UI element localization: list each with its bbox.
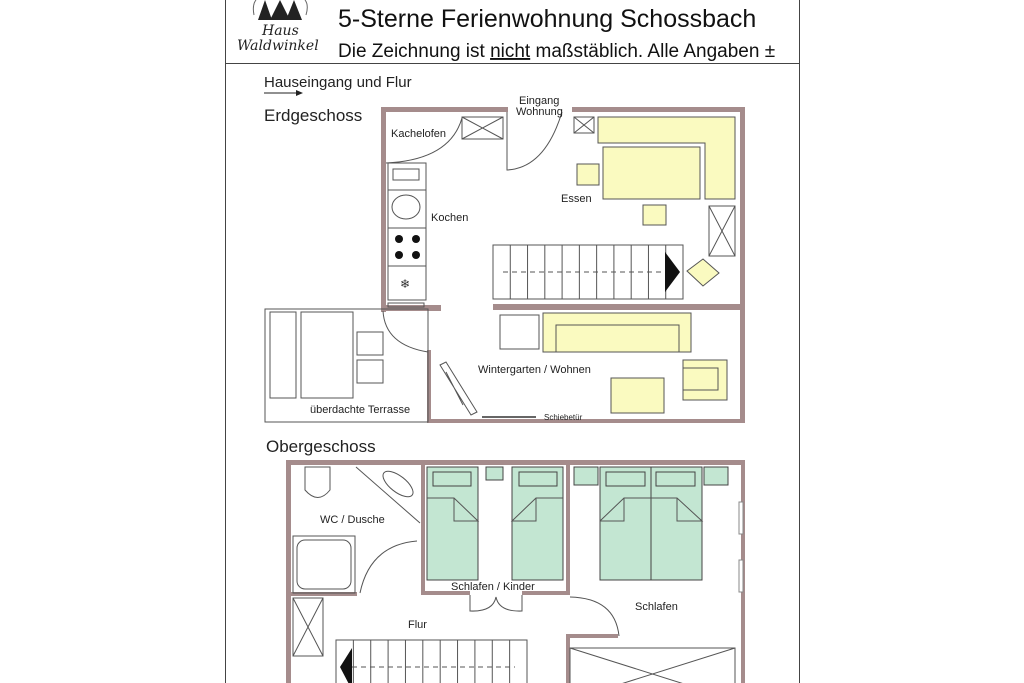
logo-trees-icon xyxy=(252,0,308,20)
kids-double-door xyxy=(469,595,523,612)
double-bed xyxy=(573,466,729,581)
ground-floor-walls xyxy=(381,107,745,423)
room-label-entrance-2: Wohnung xyxy=(516,106,563,118)
wardrobe-box xyxy=(569,647,736,683)
kitchen-counter: ❄ xyxy=(387,162,427,308)
page-subtitle: Die Zeichnung ist nicht maßstäblich. All… xyxy=(338,41,775,62)
upper-floor-walls xyxy=(286,460,745,683)
sliding-door-label: Schiebetür xyxy=(544,413,583,422)
logo-text-waldwinkel: Waldwinkel xyxy=(237,38,319,54)
room-label-kitchen: Kochen xyxy=(431,212,468,224)
snowflake-icon: ❄ xyxy=(400,277,410,291)
terrace-door-arc xyxy=(382,310,429,353)
room-label-terrace: überdachte Terrasse xyxy=(310,404,410,416)
arrow-right-icon xyxy=(264,90,303,96)
logo-text-haus: Haus xyxy=(261,23,299,39)
room-label-bedroom: Schlafen xyxy=(635,601,678,613)
room-label-stove: Kachelofen xyxy=(391,128,446,140)
bath-door-arc xyxy=(359,540,418,594)
room-label-dining: Essen xyxy=(561,193,592,205)
stove-box xyxy=(461,116,504,140)
ground-floor-heading: Erdgeschoss xyxy=(264,106,362,125)
subtitle-part: Die Zeichnung ist xyxy=(338,41,490,62)
room-label-entrance: Eingang xyxy=(519,95,559,107)
ground-staircase xyxy=(492,244,684,300)
terrace-outline xyxy=(264,308,429,423)
kids-beds xyxy=(426,466,564,581)
page-title: 5-Sterne Ferienwohnung Schossbach xyxy=(338,5,756,33)
legend-entrance-label: Hauseingang und Flur xyxy=(264,74,412,91)
living-furniture xyxy=(439,312,728,418)
entrance-door-arc xyxy=(506,111,563,171)
bathroom-fixtures xyxy=(292,466,421,657)
bedroom-door-arc xyxy=(569,596,620,637)
stove-door-arc xyxy=(385,117,463,164)
dining-furniture xyxy=(573,116,736,287)
room-label-hall: Flur xyxy=(408,619,427,631)
room-label-kids: Schlafen / Kinder xyxy=(451,581,535,593)
subtitle-part: maßstäblich. Alle Angaben ± xyxy=(530,41,775,62)
upper-floor-heading: Obergeschoss xyxy=(266,437,376,456)
subtitle-emphasis: nicht xyxy=(490,41,531,62)
room-label-living: Wintergarten / Wohnen xyxy=(478,364,591,376)
stair-arrow-icon xyxy=(665,252,680,292)
upper-staircase xyxy=(335,639,528,683)
terrace-furniture xyxy=(269,311,384,399)
room-label-bath: WC / Dusche xyxy=(320,514,385,526)
stair-arrow-icon xyxy=(340,648,352,683)
